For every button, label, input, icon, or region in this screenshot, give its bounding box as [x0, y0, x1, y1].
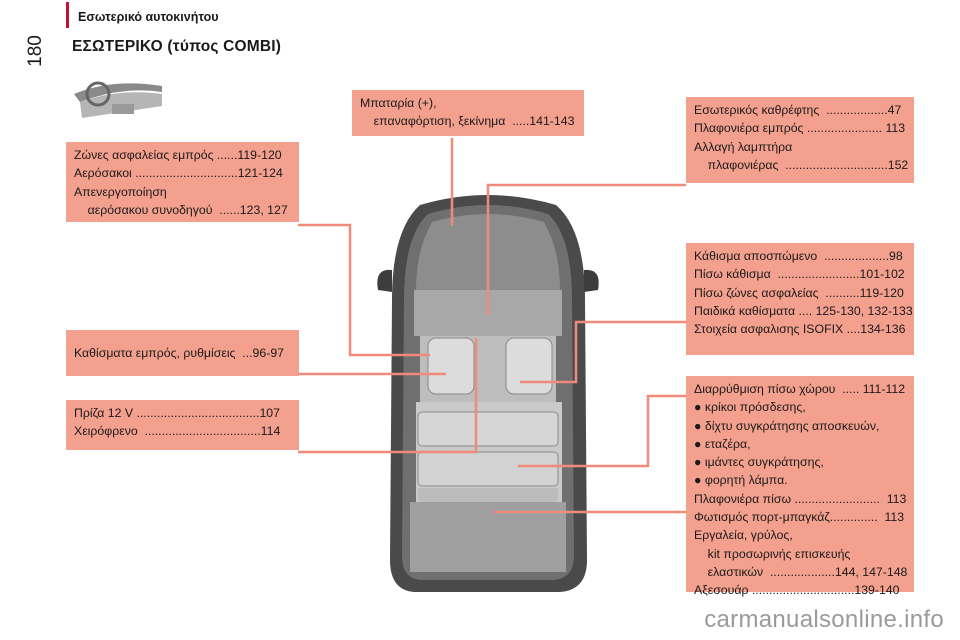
callout-line: ● εταζέρα, [694, 436, 751, 451]
callout-line: Κάθισμα αποσπώμενο ...................98 [694, 249, 903, 263]
callout-line: Χειρόφρενο .............................… [74, 424, 281, 439]
callout-line: Εργαλεία, γρύλος, [694, 528, 793, 543]
callout-front-safety: Ζώνες ασφαλείας εμπρός ......119-120 Αερ… [66, 142, 299, 222]
callout-mirror-lamp: Εσωτερικός καθρέφτης ..................4… [686, 97, 914, 183]
callout-line: Πίσω ζώνες ασφαλείας ..........119-120 [694, 285, 904, 300]
callout-line: Αξεσουάρ ..............................1… [694, 583, 900, 598]
callout-line: Φωτισμός πορτ-μπαγκάζ.............. 113 [694, 510, 905, 525]
callout-socket-handbrake: Πρίζα 12 V .............................… [66, 400, 299, 450]
callout-line: επαναφόρτιση, ξεκίνημα .....141-143 [360, 114, 575, 129]
callout-line: Εσωτερικός καθρέφτης ..................4… [694, 103, 902, 117]
callout-line: Αλλαγή λαμπτήρα [694, 139, 793, 154]
dashboard-icon [74, 81, 162, 118]
callout-line: ● φορητή λάμπα. [694, 473, 788, 488]
callout-line: Αερόσακοι ..............................… [74, 166, 283, 181]
callout-battery: Μπαταρία (+), επαναφόρτιση, ξεκίνημα ...… [352, 90, 584, 136]
section-accent-bar [66, 2, 69, 28]
callout-line: ● δίχτυ συγκράτησης αποσκευών, [694, 418, 880, 433]
callout-line: Στοιχεία ασφαλισης ISOFIX ....134-136 [694, 322, 906, 337]
leader-lines [298, 138, 686, 514]
callout-line: Διαρρύθμιση πίσω χώρου ..... 111-112 [694, 382, 906, 396]
section-title: Εσωτερικό αυτοκινήτου [78, 10, 219, 24]
main-heading: ΕΣΩΤΕΡΙΚΟ (τύπος COMBI) [72, 38, 282, 55]
callout-line: Πίσω κάθισμα ........................101… [694, 267, 905, 282]
callout-line: Καθίσματα εμπρός, ρυθμίσεις ...96-97 [74, 346, 285, 360]
callout-line: αερόσακου συνοδηγού ......123, 127 [74, 202, 288, 217]
callout-line: Παιδικά καθίσματα .... 125-130, 132-133 [694, 303, 913, 318]
callout-rear-seats: Κάθισμα αποσπώμενο ...................98… [686, 243, 914, 355]
callout-line: Πρίζα 12 V .............................… [74, 406, 280, 420]
callout-line: Απενεργοποίηση [74, 184, 167, 199]
callout-front-seats: Καθίσματα εμπρός, ρυθμίσεις ...96-97 [66, 330, 299, 376]
callout-line: Μπαταρία (+), [360, 96, 437, 110]
callout-line: ελαστικών ...................144, 147-14… [694, 564, 908, 579]
watermark: carmanualsonline.info [704, 606, 944, 633]
callout-line: ● κρίκοι πρόσδεσης, [694, 400, 806, 415]
callout-rear-storage: Διαρρύθμιση πίσω χώρου ..... 111-112 ● κ… [686, 376, 914, 597]
callout-line: Πλαφονιέρα εμπρός ......................… [694, 121, 906, 136]
callout-line: ● ιμάντες συγκράτησης, [694, 455, 824, 470]
page-number: 180 [24, 35, 46, 67]
callout-line: Ζώνες ασφαλείας εμπρός ......119-120 [74, 148, 282, 162]
callout-line: Πλαφονιέρα πίσω ........................… [694, 491, 907, 506]
callout-line: kit προσωρινής επισκευής [694, 546, 851, 561]
car-body [377, 195, 599, 592]
callout-line: πλαφονιέρας ............................… [694, 157, 909, 172]
